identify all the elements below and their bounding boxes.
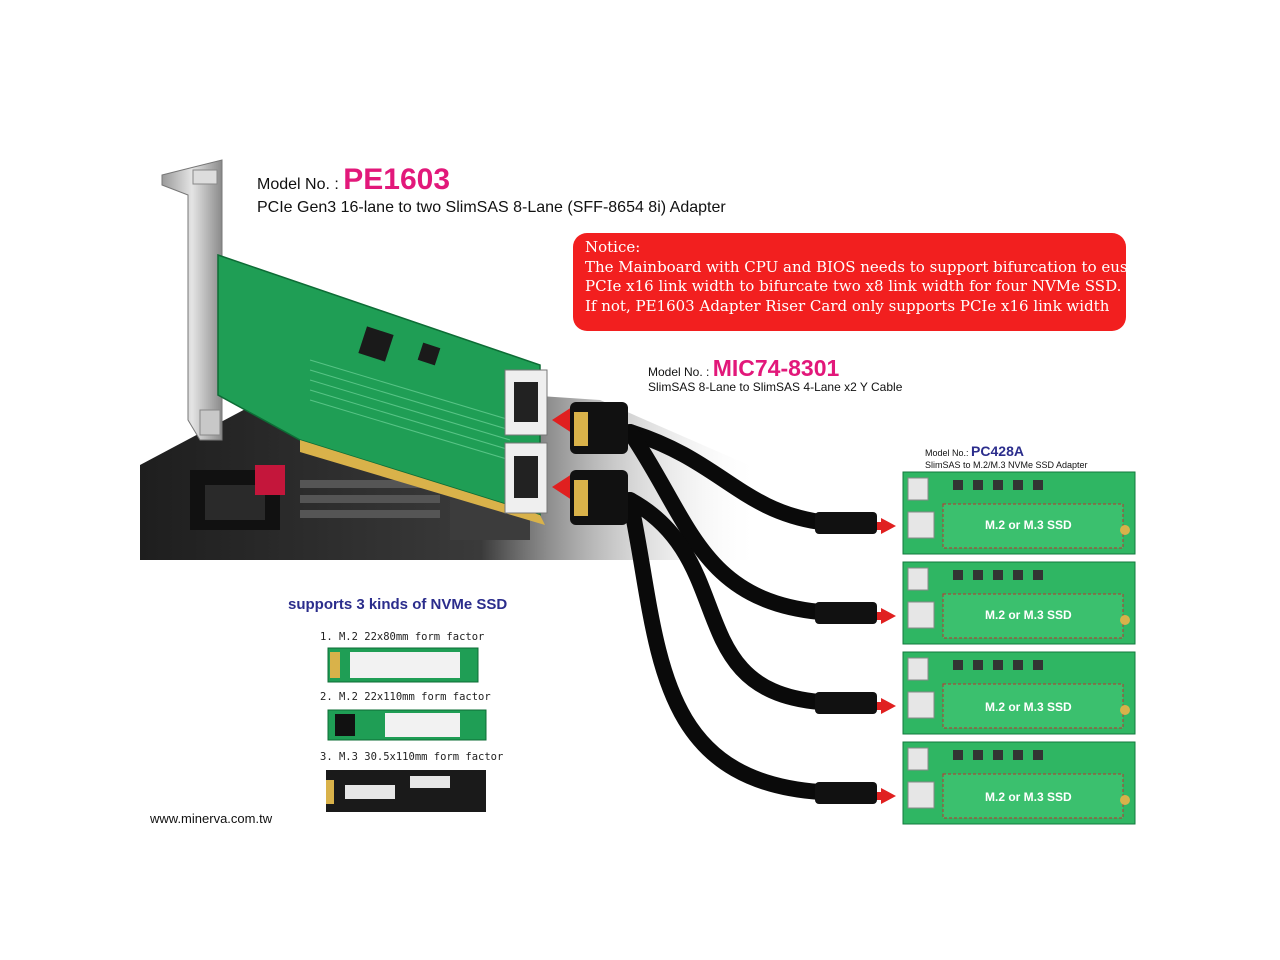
ssd-m3-30110-image: [326, 770, 486, 812]
ssd-m2-2280-image: [327, 647, 479, 683]
pc428a-model-prefix: Model No.:: [925, 448, 969, 458]
ssd-samples: [326, 647, 487, 812]
website-link[interactable]: www.minerva.com.tw: [150, 811, 273, 826]
pe1603-description: PCIe Gen3 16-lane to two SlimSAS 8-Lane …: [257, 199, 726, 216]
cable-model-prefix: Model No. :: [648, 365, 710, 379]
pe1603-model: Model No. : PE1603: [257, 163, 450, 197]
pc428a-model-number: PC428A: [971, 443, 1024, 459]
pc428a-model: Model No.: PC428A: [925, 443, 1024, 459]
ssd-kind-1: 1. M.2 22x80mm form factor: [320, 631, 485, 643]
ssd-slot-label: M.2 or M.3 SSD: [985, 790, 1072, 804]
pe1603-bracket: [161, 159, 223, 441]
cable-model-number: MIC74-8301: [712, 355, 840, 381]
connection-arrows: [552, 405, 896, 804]
notice-box: Notice: The Mainboard with CPU and BIOS …: [573, 233, 1154, 331]
notice-line: The Mainboard with CPU and BIOS needs to…: [585, 257, 1154, 276]
pc428a-description: SlimSAS to M.2/M.3 NVMe SSD Adapter: [925, 460, 1088, 470]
ssd-slot-label: M.2 or M.3 SSD: [985, 608, 1072, 622]
notice-line: Notice:: [585, 238, 641, 256]
pe1603-model-number: PE1603: [343, 163, 451, 196]
supports-title: supports 3 kinds of NVMe SSD: [288, 596, 508, 613]
notice-line: If not, PE1603 Adapter Riser Card only s…: [585, 296, 1110, 315]
pe1603-model-prefix: Model No. :: [257, 176, 339, 193]
ssd-slot-label: M.2 or M.3 SSD: [985, 518, 1072, 532]
cable-model: Model No. : MIC74-8301: [648, 355, 839, 382]
pe1603-card: [217, 253, 548, 525]
y-cable: [570, 402, 877, 804]
ssd-m2-22110-image: [327, 709, 487, 741]
ssd-slot-label: M.2 or M.3 SSD: [985, 700, 1072, 714]
pc428a-boards: [902, 471, 1136, 825]
ssd-kind-3: 3. M.3 30.5x110mm form factor: [320, 751, 504, 763]
notice-line: PCIe x16 link width to bifurcate two x8 …: [585, 277, 1122, 295]
cable-description: SlimSAS 8-Lane to SlimSAS 4-Lane x2 Y Ca…: [648, 380, 903, 394]
ssd-kind-2: 2. M.2 22x110mm form factor: [320, 691, 491, 703]
